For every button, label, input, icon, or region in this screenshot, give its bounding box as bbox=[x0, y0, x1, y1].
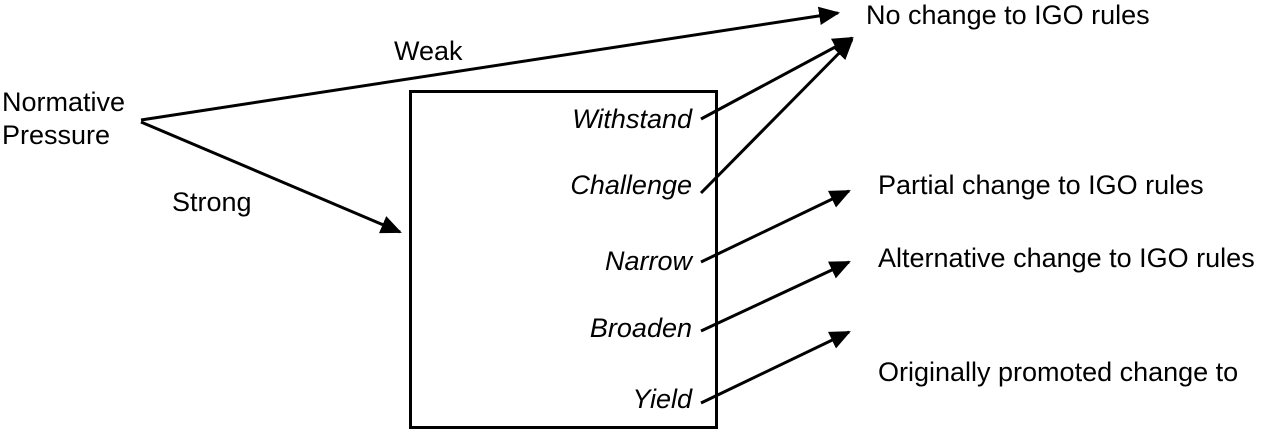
strategy-label-withstand: Withstand bbox=[572, 104, 692, 134]
edge-challenge-to-no-change bbox=[699, 38, 854, 195]
outcome-label-originally-promoted-change-line-1: Originally promoted change to bbox=[878, 357, 1239, 387]
edge-strong-to-strategy-box bbox=[140, 120, 402, 234]
strategy-label-yield: Yield bbox=[632, 384, 692, 414]
strategy-label-challenge: Challenge bbox=[570, 170, 692, 200]
outcome-label-partial-change: Partial change to IGO rules bbox=[878, 170, 1204, 200]
source-node-label-line-1: Normative bbox=[2, 87, 126, 117]
strategy-label-broaden: Broaden bbox=[589, 313, 692, 343]
edge-yield-to-originally-promoted bbox=[700, 330, 851, 405]
outcome-label-originally-promoted-change: Originally promoted change to IGO decisi… bbox=[878, 305, 1238, 432]
edge-label-strong: Strong bbox=[172, 187, 252, 217]
outcome-label-alternative-change: Alternative change to IGO rules bbox=[878, 243, 1255, 273]
edge-weak-to-no-change bbox=[140, 6, 841, 122]
strategy-label-narrow: Narrow bbox=[604, 246, 692, 276]
edge-broaden-to-alternative-change bbox=[700, 260, 851, 333]
source-node-label-line-2: Pressure bbox=[2, 120, 111, 150]
edge-label-weak: Weak bbox=[394, 36, 463, 66]
outcome-label-no-change: No change to IGO rules bbox=[866, 0, 1150, 30]
strategy-box-outline bbox=[409, 90, 718, 429]
edge-narrow-to-partial-change bbox=[700, 189, 851, 264]
edge-withstand-to-no-change bbox=[700, 36, 854, 121]
